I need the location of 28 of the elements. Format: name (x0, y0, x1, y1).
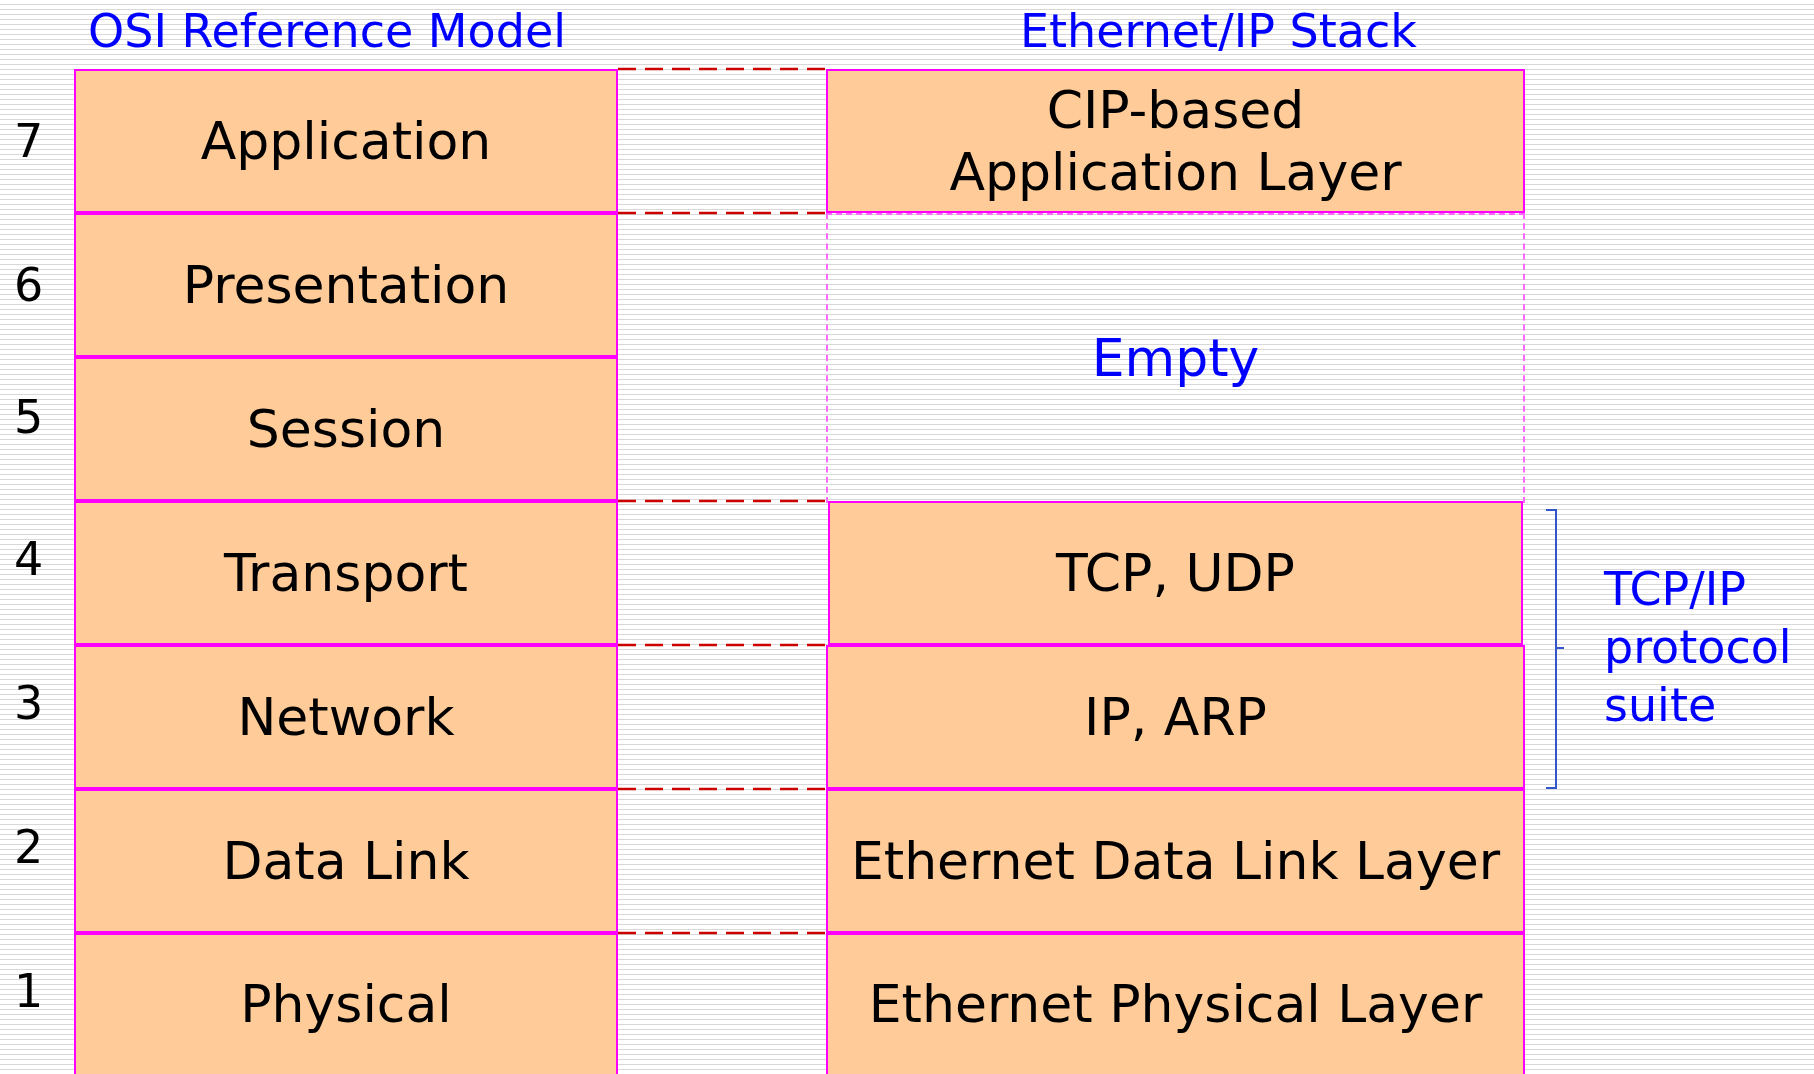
layer-number: 2 (14, 820, 44, 874)
layer-number: 5 (14, 390, 44, 444)
layer-box: Ethernet Data Link Layer (826, 789, 1525, 933)
layer-box: Presentation (74, 213, 618, 357)
layer-box: IP, ARP (826, 645, 1525, 789)
layer-box: TCP, UDP (828, 501, 1523, 645)
layer-number: 3 (14, 676, 44, 730)
layer-box: Ethernet Physical Layer (826, 933, 1525, 1074)
mapping-line (618, 787, 826, 791)
column-heading: OSI Reference Model (88, 4, 566, 58)
group-label: TCP/IP protocol suite (1604, 561, 1793, 734)
layer-box: Data Link (74, 789, 618, 933)
layer-number: 6 (14, 258, 44, 312)
mapping-line (618, 931, 826, 935)
mapping-line (618, 643, 826, 647)
mapping-line (618, 499, 828, 503)
layer-box: Network (74, 645, 618, 789)
layer-number: 4 (14, 532, 44, 586)
layer-box: Application (74, 69, 618, 213)
layer-box: Session (74, 357, 618, 501)
layer-box: CIP-based Application Layer (826, 69, 1525, 213)
layer-box: Physical (74, 933, 618, 1074)
layer-number: 7 (14, 114, 44, 168)
column-heading: Ethernet/IP Stack (1020, 4, 1417, 58)
mapping-line (618, 67, 826, 71)
mapping-line (618, 211, 826, 215)
layer-number: 1 (14, 964, 44, 1018)
layer-box: Transport (74, 501, 618, 645)
